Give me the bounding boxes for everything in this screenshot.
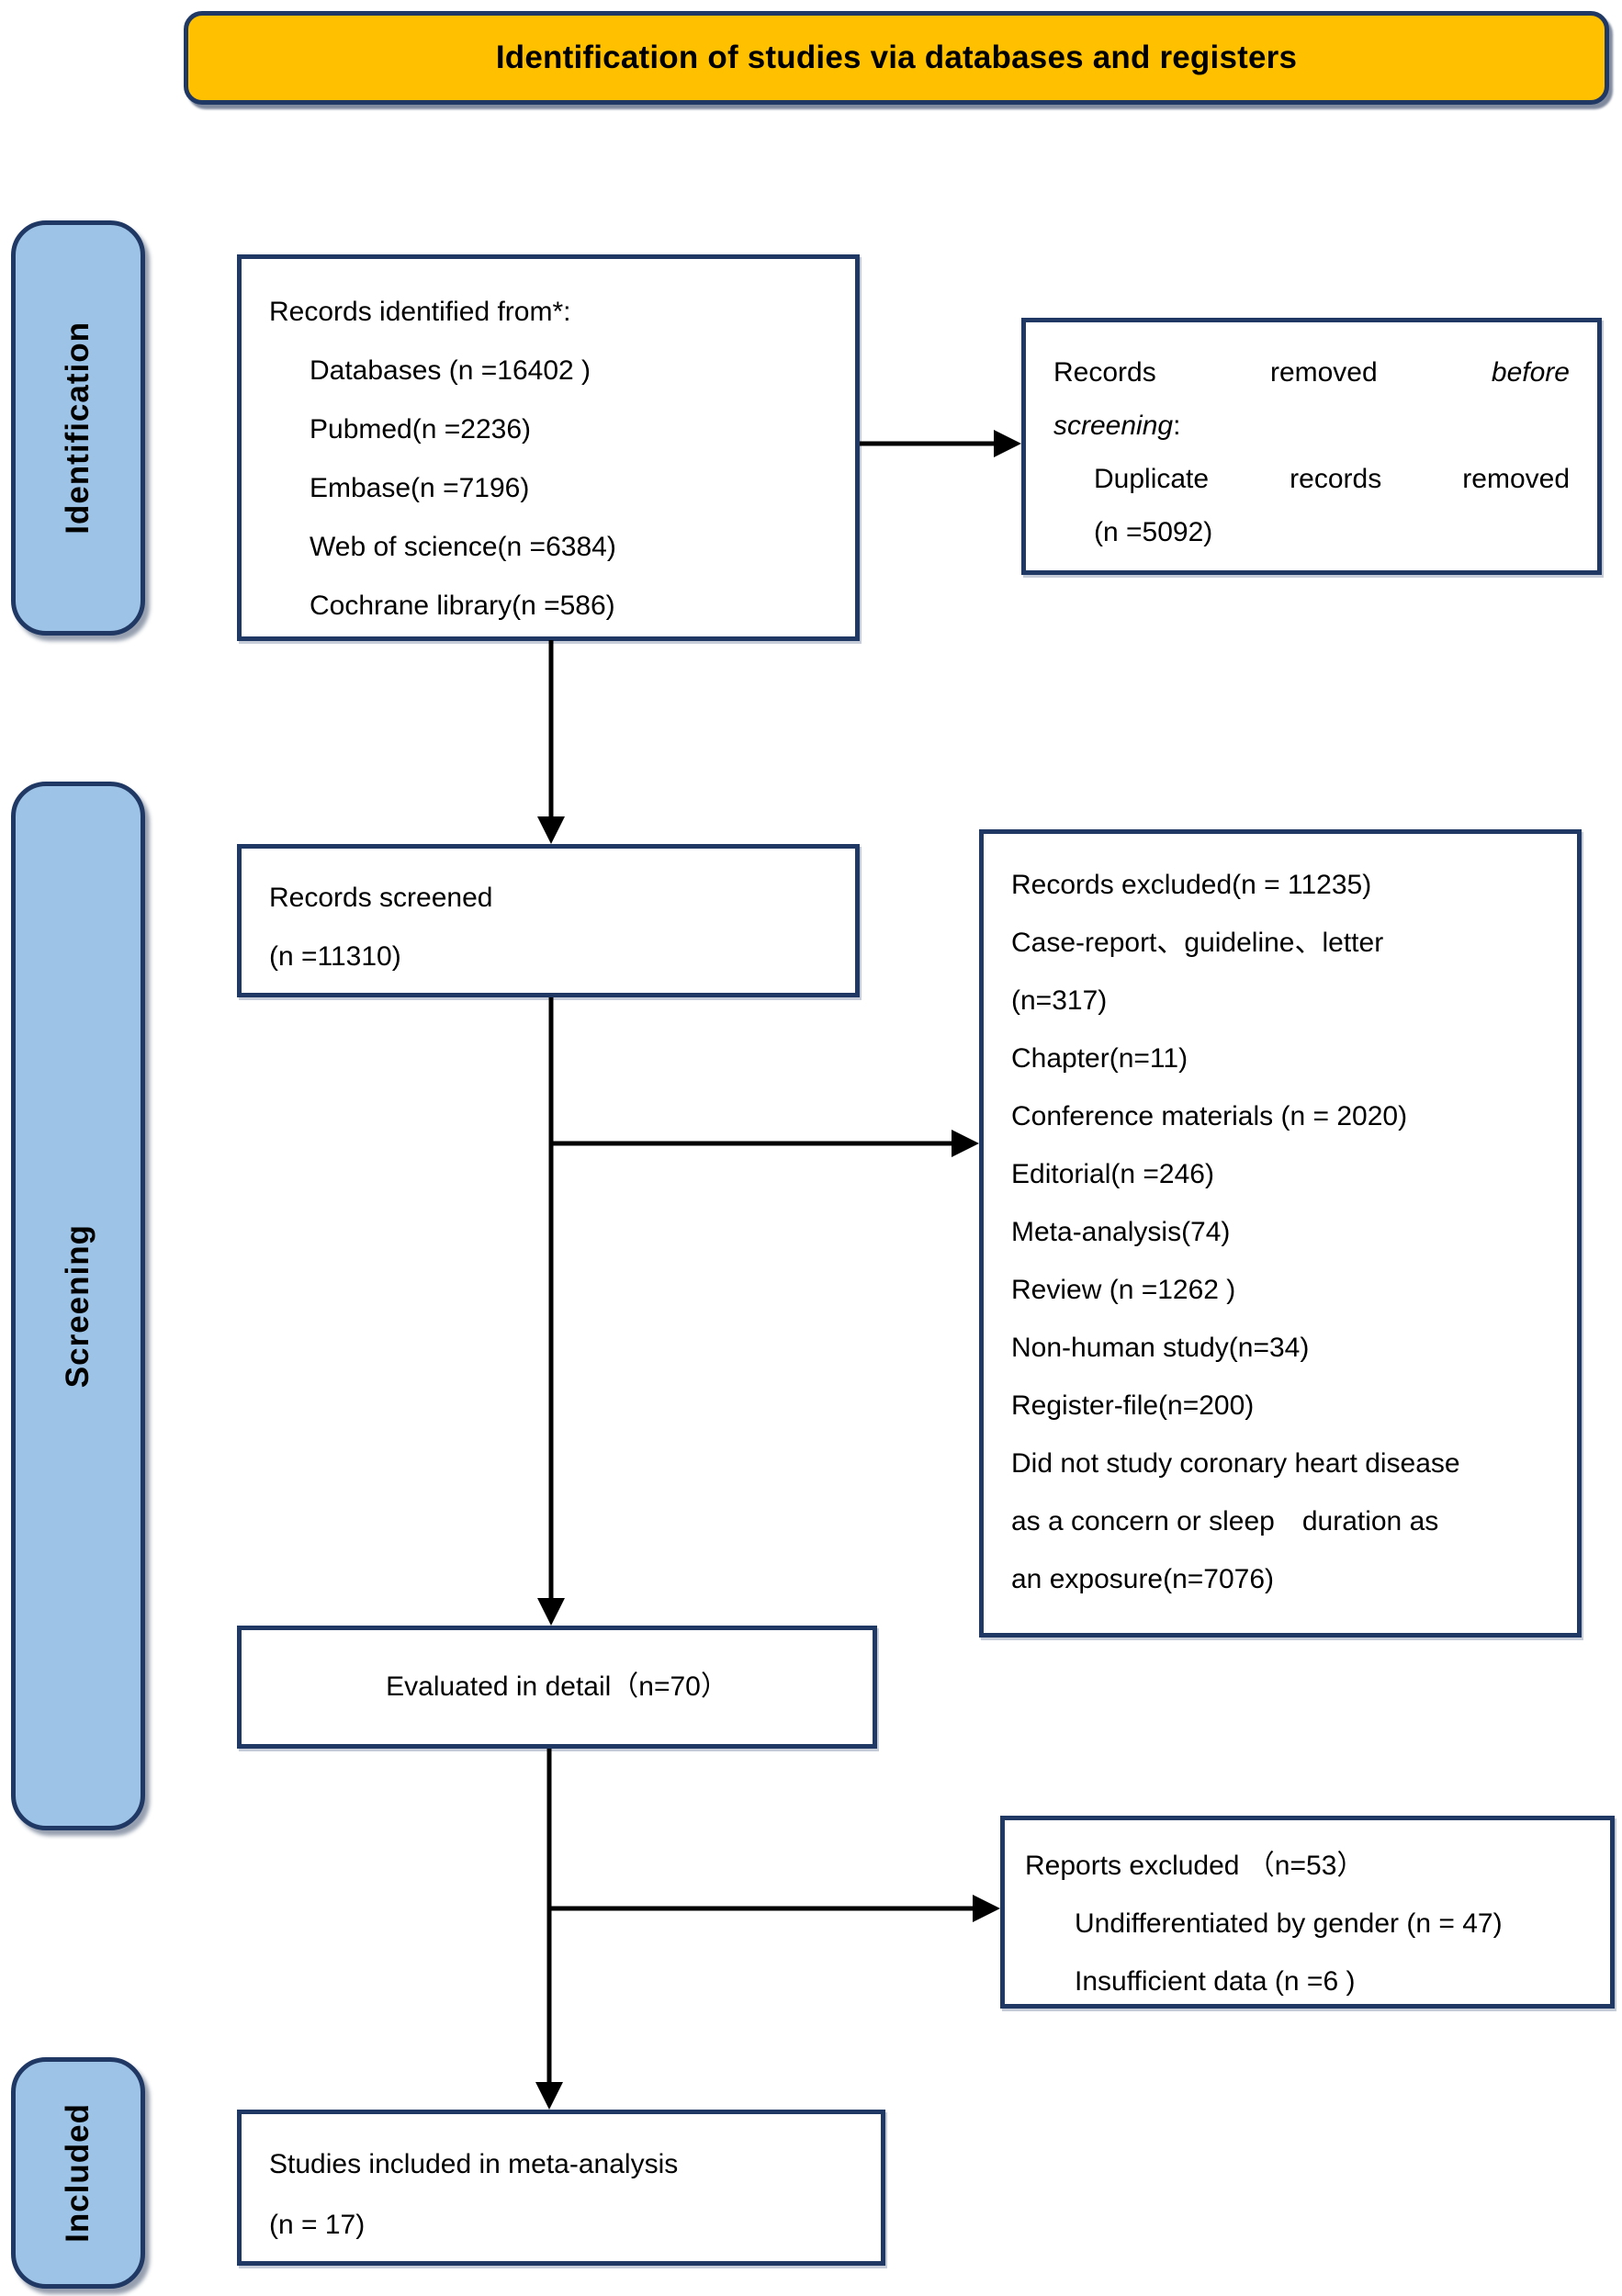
box-line: Evaluated in detail（n=70）	[386, 1671, 728, 1702]
box-line: Review (n =1262 )	[1011, 1275, 1236, 1305]
box-line: (n = 17)	[269, 2210, 366, 2240]
arrow-identified-to-screened	[537, 640, 565, 844]
arrow-screened-to-evaluated	[537, 997, 565, 1626]
box-line: Databases (n =16402 )	[310, 355, 591, 386]
box-line: Records excluded(n = 11235)	[1011, 870, 1372, 900]
stage-identification-label: Identification	[60, 321, 96, 535]
word: before	[1491, 357, 1570, 388]
word: screening	[1053, 411, 1174, 441]
box-line: Insufficient data (n =6 )	[1075, 1966, 1356, 1997]
box-line: an exposure(n=7076)	[1011, 1564, 1275, 1594]
box-records-screened: Records screened (n =11310)	[237, 844, 860, 997]
stage-included-label: Included	[60, 2103, 96, 2243]
box-records-excluded: Records excluded(n = 11235) Case-report、…	[979, 829, 1582, 1638]
box-line: Pubmed(n =2236)	[310, 414, 531, 445]
box-line: (n =5092)	[1094, 517, 1213, 547]
box-studies-included: Studies included in meta-analysis (n = 1…	[237, 2110, 885, 2266]
word: records	[1290, 464, 1382, 494]
box-evaluated-in-detail: Evaluated in detail（n=70）	[237, 1626, 877, 1749]
word: :	[1173, 411, 1181, 441]
box-line: Web of science(n =6384)	[310, 532, 616, 562]
box-line: Records removed before	[1053, 346, 1570, 400]
stage-screening-label: Screening	[60, 1223, 96, 1389]
box-line: Register-file(n=200)	[1011, 1390, 1255, 1421]
box-line: Embase(n =7196)	[310, 473, 530, 503]
box-records-identified: Records identified from*: Databases (n =…	[237, 254, 860, 641]
box-line: screening:	[1053, 400, 1570, 453]
box-line: Case-report、guideline、letter	[1011, 928, 1384, 958]
box-line: as a concern or sleep duration as	[1011, 1506, 1439, 1536]
arrow-evaluated-to-included	[535, 1749, 563, 2110]
box-line: Studies included in meta-analysis	[269, 2149, 679, 2179]
stage-screening: Screening	[11, 782, 145, 1830]
box-line: Non-human study(n=34)	[1011, 1333, 1310, 1363]
word: removed	[1462, 464, 1570, 494]
box-line: Cochrane library(n =586)	[310, 591, 615, 621]
box-line: Records screened	[269, 883, 493, 913]
arrow-screened-to-excluded	[551, 1130, 979, 1157]
box-line: Reports excluded （n=53）	[1025, 1851, 1365, 1881]
stage-included: Included	[11, 2057, 145, 2289]
stage-identification: Identification	[11, 220, 145, 636]
box-records-removed: Records removed before screening: Duplic…	[1021, 318, 1602, 575]
banner: Identification of studies via databases …	[184, 11, 1609, 105]
box-line: (n=317)	[1011, 985, 1108, 1016]
box-line: Undifferentiated by gender (n = 47)	[1075, 1908, 1503, 1939]
box-line: Chapter(n=11)	[1011, 1043, 1188, 1074]
banner-title: Identification of studies via databases …	[495, 39, 1298, 75]
box-line: Meta-analysis(74)	[1011, 1217, 1231, 1247]
arrow-identified-to-removed	[860, 430, 1021, 457]
box-line: Duplicate records removed	[1053, 453, 1570, 506]
word: removed	[1269, 357, 1378, 388]
box-line: Conference materials (n = 2020)	[1011, 1101, 1408, 1131]
box-reports-excluded: Reports excluded （n=53） Undifferentiated…	[1000, 1816, 1615, 2009]
box-line: (n =11310)	[269, 941, 401, 972]
box-line: Did not study coronary heart disease	[1011, 1448, 1460, 1479]
word: Records	[1053, 357, 1156, 388]
box-line: Records identified from*:	[269, 297, 571, 327]
box-line: Editorial(n =246)	[1011, 1159, 1214, 1189]
arrow-evaluated-to-reports-excluded	[549, 1895, 1000, 1922]
word: Duplicate	[1094, 464, 1210, 494]
